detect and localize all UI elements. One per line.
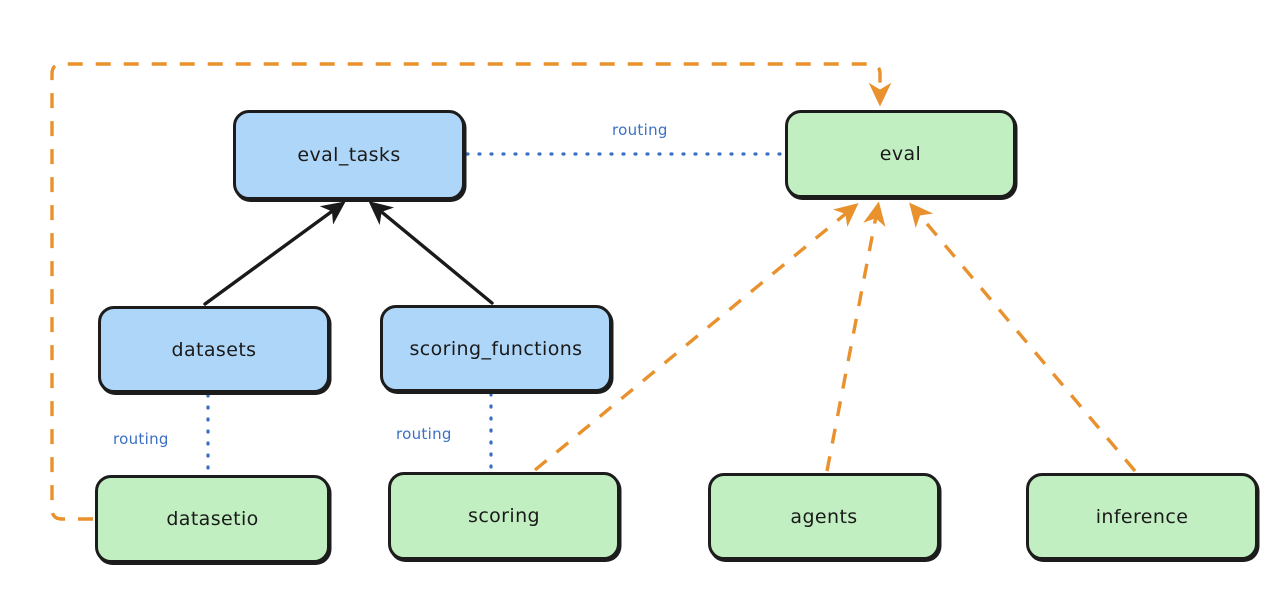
node-agents[interactable]: agents xyxy=(708,473,940,560)
node-datasetio[interactable]: datasetio xyxy=(95,475,330,563)
node-datasets[interactable]: datasets xyxy=(98,306,330,393)
edge-label-scoring-functions-scoring: routing xyxy=(396,425,452,443)
edge-inference-eval xyxy=(909,202,1137,473)
edge-scoring_functions-eval_tasks xyxy=(368,201,494,305)
edge-agents-eval xyxy=(825,201,886,472)
node-inference[interactable]: inference xyxy=(1026,473,1258,560)
edge-label-eval-tasks-eval: routing xyxy=(612,121,668,139)
node-eval[interactable]: eval xyxy=(785,110,1016,198)
edge-label-datasets-datasetio: routing xyxy=(113,430,169,448)
node-eval-tasks[interactable]: eval_tasks xyxy=(233,110,465,200)
node-scoring-functions[interactable]: scoring_functions xyxy=(380,305,612,392)
edge-datasets-eval_tasks xyxy=(203,201,346,306)
node-scoring[interactable]: scoring xyxy=(388,472,620,560)
edge-datasetio-eval xyxy=(50,62,892,521)
